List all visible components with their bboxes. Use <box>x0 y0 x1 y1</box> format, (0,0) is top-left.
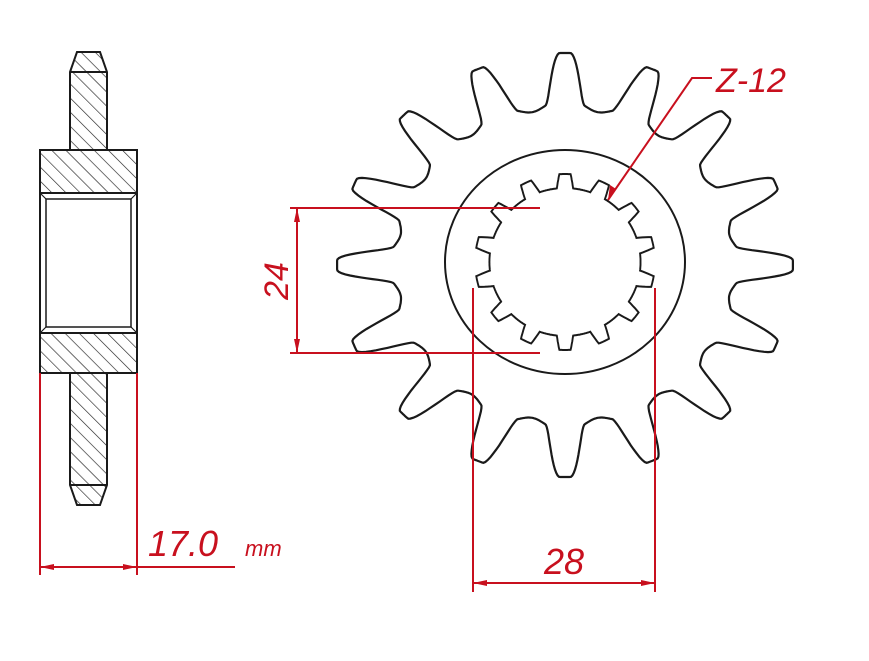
spline-outer-dim-label: 28 <box>543 541 584 582</box>
upper-hub-section <box>39 149 138 194</box>
dimensions <box>39 77 712 592</box>
spline-tooth-label: Z-12 <box>715 62 786 100</box>
hub-circle <box>444 149 686 375</box>
spline-leader-line <box>607 77 712 201</box>
bore <box>39 192 138 334</box>
upper-tooth-section <box>69 51 108 151</box>
spline-bore-outline <box>475 173 655 351</box>
thickness-value: 17.0 <box>148 523 218 564</box>
bore-inner <box>45 198 132 328</box>
side-section-view <box>39 51 138 506</box>
spline-inner-dim-label: 24 <box>258 262 296 301</box>
front-view <box>336 51 794 479</box>
lower-hub-section <box>39 332 138 374</box>
sprocket-outline <box>336 51 794 479</box>
thickness-unit: mm <box>245 536 282 561</box>
